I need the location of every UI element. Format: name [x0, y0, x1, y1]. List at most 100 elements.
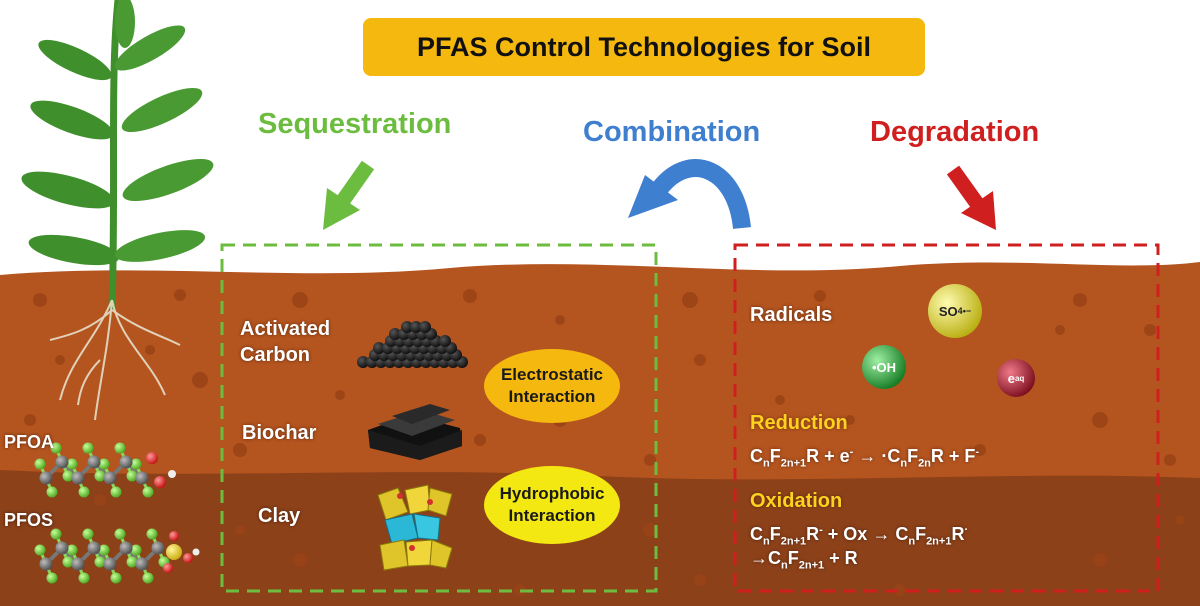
oxidation-equation-line2: →CnF2n+1 + R [750, 546, 858, 578]
electrostatic-line2: Interaction [508, 387, 596, 406]
fluorine-atom [126, 556, 138, 568]
carbon-bead [389, 328, 401, 340]
sequestration-box [220, 243, 658, 593]
so4-text: SO [938, 303, 958, 319]
soil-pebble [145, 345, 155, 355]
eq-part: F [915, 524, 927, 544]
fluorine-atom [126, 470, 138, 482]
oh-text: •OH [871, 359, 897, 375]
fluorine-atom [50, 528, 62, 540]
hydrophobic-line1: Hydrophobic [499, 484, 605, 503]
oxygen-atom [154, 476, 166, 488]
carbon-atom [87, 541, 101, 555]
fluorine-atom [62, 556, 74, 568]
fluorine-atom [110, 572, 122, 584]
carbon-atom [151, 541, 165, 555]
soil-pebble [1144, 324, 1156, 336]
eq-part: 2n [918, 457, 931, 470]
carbon-bead [410, 321, 422, 333]
carbon-atom [103, 471, 117, 485]
fluorine-atom [98, 544, 110, 556]
soil-pebble [1092, 412, 1108, 428]
eq-part: - [849, 446, 854, 458]
activated-carbon-label: Activated Carbon [240, 316, 330, 368]
eq-part: R [951, 524, 965, 544]
eq-part: 2n+1 [780, 535, 807, 548]
soil-pebble [974, 444, 986, 456]
soil-pebble [1175, 515, 1185, 525]
fluorine-atom [130, 458, 142, 470]
eq-part: F [787, 548, 799, 568]
so4-sup: •− [962, 306, 972, 316]
carbon-atom [55, 455, 69, 469]
soil-pebble [293, 553, 307, 567]
hydrophobic-interaction-oval: Hydrophobic Interaction [484, 466, 620, 544]
eq-part: n [908, 535, 916, 548]
plant-roots [49, 299, 181, 421]
oxygen-atom [146, 452, 158, 464]
oxygen-atom [163, 563, 173, 573]
fluorine-atom [114, 442, 126, 454]
pfoa-molecule [34, 442, 176, 498]
fluorine-atom [98, 458, 110, 470]
soil-pebble [33, 293, 47, 307]
fluorine-atom [82, 528, 94, 540]
electrostatic-line1: Electrostatic [500, 365, 604, 384]
carbon-atom [55, 541, 69, 555]
clay-structure [377, 484, 453, 571]
oh-radical-ball [862, 345, 906, 389]
carbon-atom [39, 557, 53, 571]
soil-pebble [1164, 454, 1176, 466]
electrostatic-interaction-oval: Electrostatic Interaction [484, 349, 620, 423]
carbon-bead [401, 321, 413, 333]
radicals-label: Radicals [750, 304, 833, 326]
soil-pebble [335, 390, 345, 400]
fluorine-atom [78, 486, 90, 498]
soil-pebble [694, 354, 706, 366]
soil-pebble [174, 289, 186, 301]
soil-pebble [643, 523, 657, 537]
title-box: PFAS Control Technologies for Soil [363, 18, 925, 76]
oh-radical-text: •OH [862, 356, 906, 378]
carbon-bead [419, 321, 431, 333]
eq-part: C [750, 524, 763, 544]
fluorine-atom [142, 572, 154, 584]
carbon-atom [135, 471, 149, 485]
carbon-bead [373, 342, 385, 354]
eq-part: 2n+1 [926, 535, 952, 548]
carbon-atom [119, 455, 133, 469]
activated-carbon-label-line1: Activated [240, 318, 331, 340]
fluorine-atom [130, 544, 142, 556]
soil-lower-layer [0, 470, 1200, 606]
sulfur-atom [166, 544, 182, 560]
soil-pebble [1093, 553, 1107, 567]
carbon-atom [119, 541, 133, 555]
eq-part: R + F [930, 446, 976, 466]
eq-part: F [769, 524, 781, 544]
hydrogen-atom [168, 470, 176, 478]
carbon-atom [87, 455, 101, 469]
carbon-atom [103, 557, 117, 571]
soil-pebble [1055, 325, 1065, 335]
eq-part: R + e [806, 446, 850, 466]
oxygen-atom [183, 553, 193, 563]
soil-pebble [814, 290, 826, 302]
eq-part: 2n+1 [798, 559, 825, 572]
degradation-arrow [946, 165, 996, 230]
fluorine-atom [34, 544, 46, 556]
carbon-bead [439, 335, 451, 347]
biochar-label: Biochar [242, 422, 317, 444]
soil-pebble [463, 289, 477, 303]
so4-sub: 4 [957, 306, 963, 316]
fluorine-atom [94, 470, 106, 482]
soil-pebble [682, 292, 698, 308]
plant [21, 0, 214, 311]
oxidation-equation-line1: CnF2n+1R- + Ox → CnF2n+1R· [750, 518, 968, 554]
soil-pebble [894, 584, 906, 596]
soil-pebble [775, 395, 785, 405]
soil-pebble [292, 292, 308, 308]
soil-pebble [474, 434, 486, 446]
soil-pebble [192, 372, 208, 388]
